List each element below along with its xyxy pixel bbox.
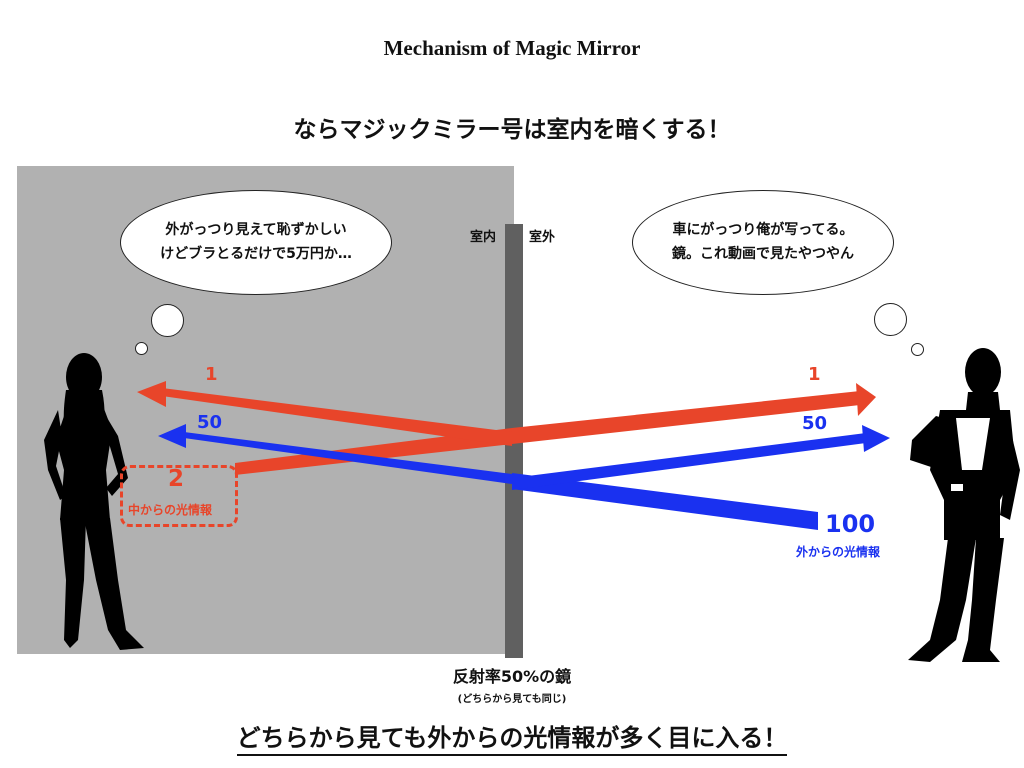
- inside-source-value: 2: [168, 466, 185, 492]
- inside-reflected-value: 1: [205, 364, 218, 385]
- conclusion: どちらから見ても外からの光情報が多く目に入る！: [0, 718, 1024, 756]
- man-silhouette: [908, 348, 1020, 662]
- woman-thought-line-2: けどブラとるだけで5万円か…: [160, 245, 352, 262]
- outside-light-paths: [158, 424, 890, 530]
- woman-silhouette: [44, 353, 144, 650]
- inside-light-paths: [137, 381, 876, 475]
- inside-source-box: [120, 465, 238, 527]
- man-thought-dot-small: [911, 343, 924, 356]
- woman-thought-dot-large: [151, 304, 184, 337]
- conclusion-text: どちらから見ても外からの光情報が多く目に入る！: [236, 724, 788, 756]
- man-thought-line-2: 鏡。これ動画で見たやつやん: [672, 245, 854, 262]
- woman-thought-dot-small: [135, 342, 148, 355]
- inside-transmitted-value: 1: [808, 364, 821, 385]
- man-thought-dot-large: [874, 303, 907, 336]
- mirror-caption: 反射率50%の鏡: [452, 667, 572, 686]
- outside-source-label: 外からの光情報: [796, 545, 881, 559]
- woman-thought-line-1: 外がっつり見えて恥ずかしい: [165, 221, 347, 238]
- man-thought-line-1: 車にがっつり俺が写ってる。: [672, 221, 854, 238]
- outside-reflected-value: 50: [802, 413, 828, 434]
- woman-thought-bubble: 外がっつり見えて恥ずかしい けどブラとるだけで5万円か…: [120, 190, 392, 295]
- page-subtitle: ならマジックミラー号は室内を暗くする！: [293, 117, 731, 143]
- outside-transmitted-value: 50: [197, 412, 223, 433]
- mirror-note: (どちらから見ても同じ): [457, 694, 567, 705]
- inside-label: 室内: [470, 230, 497, 245]
- page-title: Mechanism of Magic Mirror: [383, 36, 641, 60]
- outside-source-value: 100: [825, 510, 876, 538]
- man-thought-bubble: 車にがっつり俺が写ってる。 鏡。これ動画で見たやつやん: [632, 190, 894, 295]
- inside-source-label: 中からの光情報: [128, 503, 213, 517]
- outside-label: 室外: [529, 230, 556, 245]
